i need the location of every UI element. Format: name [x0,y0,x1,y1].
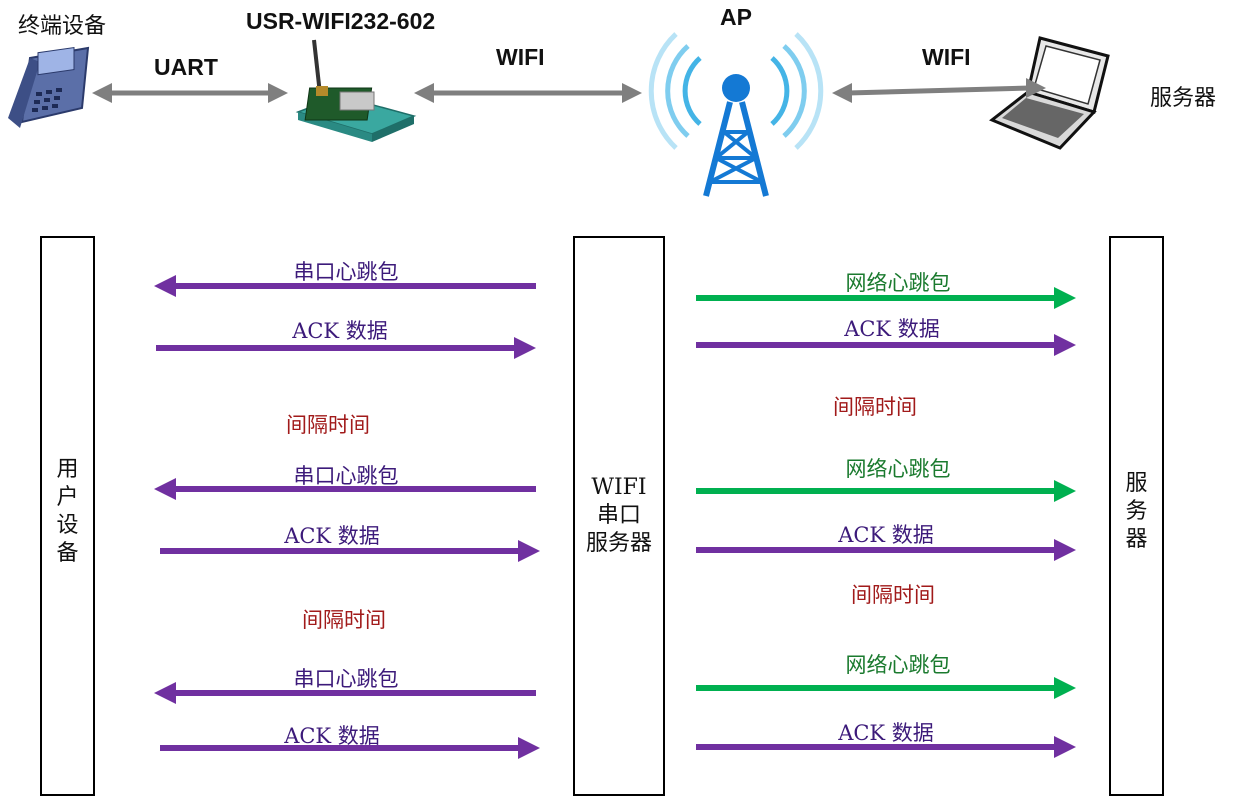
serial-heartbeat-label-1: 串口心跳包 [293,260,399,284]
ap-label: AP [720,4,752,30]
lane-char: 用 [56,457,79,482]
net-heartbeat-arrow-3 [696,685,1058,691]
interval-label-right-2: 间隔时间 [851,583,935,607]
net-heartbeat-arrow-1 [696,295,1058,301]
interval-label-right-1: 间隔时间 [833,395,917,419]
lane-char: 设 [56,513,79,538]
handheld-terminal-icon [8,46,90,128]
serial-heartbeat-arrow-2 [172,486,536,492]
interval-label-left-1: 间隔时间 [286,413,370,437]
server-lane [1109,236,1164,796]
wifi-serial-server-lane [573,236,665,796]
lane-line: 串口 [596,503,641,528]
server-label: 服务器 [1150,86,1217,111]
net-heartbeat-label-1: 网络心跳包 [845,271,951,295]
ap-tower-icon [648,32,824,197]
ack-data-label-left-1: ACK 数据 [292,319,388,343]
link-uart-label: UART [154,54,218,80]
link-wifi-label-2: WIFI [922,44,971,70]
network-illustration [8,32,1110,197]
laptop-icon [989,36,1110,150]
ack-data-label-left-2: ACK 数据 [284,524,380,548]
left-purple-arrows [154,275,540,759]
lane-char: 器 [1125,527,1148,552]
ack-data-label-left-3: ACK 数据 [284,724,380,748]
ack-arrow-right-1 [696,342,1058,348]
lane-char: 服 [1125,471,1148,496]
serial-heartbeat-label-2: 串口心跳包 [293,464,399,488]
serial-heartbeat-arrow-3 [172,690,536,696]
lane-char: 务 [1125,499,1148,524]
lane-line: WIFI [591,475,647,500]
ack-arrow-right-3 [696,744,1058,750]
user-device-lane [40,236,95,796]
net-heartbeat-label-3: 网络心跳包 [845,653,951,677]
net-heartbeat-label-2: 网络心跳包 [845,457,951,481]
ack-arrow-left-1 [156,345,518,351]
lane-char: 户 [56,485,79,510]
ack-arrow-left-2 [160,548,522,554]
serial-heartbeat-arrow-1 [172,283,536,289]
right-green-arrows [696,287,1076,699]
lane-char: 备 [56,541,79,566]
ack-arrow-left-3 [160,745,522,751]
lane-line: 服务器 [585,531,652,556]
ack-arrow-right-2 [696,547,1058,553]
ack-data-label-right-1: ACK 数据 [844,317,940,341]
user-device-lane-label: 用 户 设 备 [40,456,95,568]
terminal-label: 终端设备 [18,14,107,39]
ack-data-label-right-3: ACK 数据 [838,721,934,745]
net-heartbeat-arrow-2 [696,488,1058,494]
wifi-module-icon [295,39,417,142]
module-label: USR-WIFI232-602 [246,8,436,34]
right-purple-arrows [696,334,1076,758]
link-wifi-label-1: WIFI [496,44,545,70]
server-lane-label: 服 务 器 [1109,470,1164,554]
interval-label-left-2: 间隔时间 [302,608,386,632]
link-arrows [92,78,1046,103]
ack-data-label-right-2: ACK 数据 [838,523,934,547]
serial-heartbeat-label-3: 串口心跳包 [293,667,399,691]
wifi-serial-server-lane-label: WIFI 串口 服务器 [573,474,665,558]
